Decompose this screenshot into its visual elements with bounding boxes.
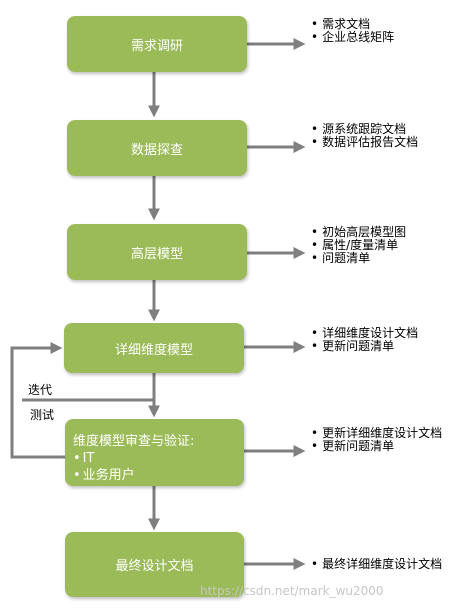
deliverables-step-5: 更新详细维度设计文档 更新问题清单 [311,427,442,453]
step-label: 维度模型审查与验证: [73,434,195,449]
deliverable-item: 最终详细维度设计文档 [311,558,442,571]
step-label: 数据探查 [130,142,183,158]
deliverable-item: 初始高层模型图 [311,226,406,239]
step-final-design-document: 最终设计文档 [65,532,244,597]
step-detailed-dimensional-model: 详细维度模型 [64,323,244,373]
step-label: 需求调研 [130,38,183,54]
step-data-exploration: 数据探查 [67,120,247,176]
step-model-review-validation: 维度模型审查与验证: IT 业务用户 [65,419,244,486]
step-high-level-model: 高层模型 [67,224,247,280]
deliverable-item: 企业总线矩阵 [311,31,394,44]
deliverables-step-3: 初始高层模型图 属性/度量清单 问题清单 [311,226,406,265]
deliverable-item: 更新问题清单 [311,440,442,453]
deliverable-item: 数据评估报告文档 [311,136,418,149]
step-sub-item: IT [73,450,95,467]
iterate-label: 迭代 [28,383,53,397]
step-label: 详细维度模型 [114,342,193,358]
deliverables-step-6: 最终详细维度设计文档 [311,558,442,571]
deliverables-step-1: 需求文档 企业总线矩阵 [311,18,394,44]
deliverable-item: 更新详细维度设计文档 [311,427,442,440]
deliverable-item: 详细维度设计文档 [311,327,418,340]
test-label: 测试 [30,408,55,422]
iteration-loop-arrow [10,342,65,459]
deliverable-item: 需求文档 [311,18,394,31]
deliverables-step-4: 详细维度设计文档 更新问题清单 [311,327,418,353]
deliverable-item: 问题清单 [311,252,406,265]
deliverable-item: 源系统跟踪文档 [311,123,418,136]
step-sub-item: 业务用户 [73,467,135,484]
deliverable-item: 属性/度量清单 [311,239,406,252]
deliverables-step-2: 源系统跟踪文档 数据评估报告文档 [311,123,418,149]
step-requirements-research: 需求调研 [67,16,247,72]
step-label: 最终设计文档 [115,559,194,574]
deliverable-item: 更新问题清单 [311,340,418,353]
watermark: https://csdn.net/mark_wu2000 [200,584,384,598]
step-label: 高层模型 [130,246,183,262]
